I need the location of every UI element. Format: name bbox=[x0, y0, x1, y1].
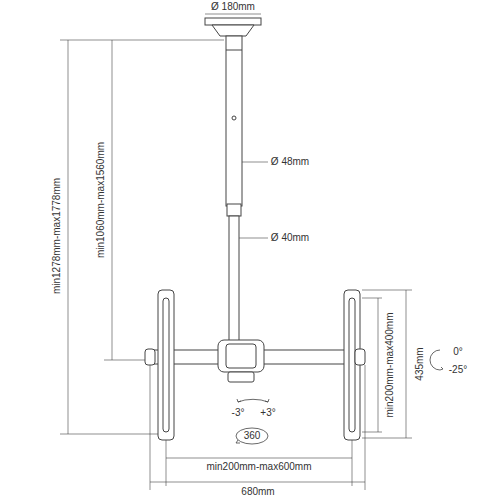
dimension-label: 680mm bbox=[240, 486, 275, 498]
dimension-label: Ø 180mm bbox=[210, 1, 256, 13]
dimension-label: Ø 48mm bbox=[270, 156, 310, 168]
dimension-label: +3° bbox=[259, 407, 276, 419]
dimension-label: 360 bbox=[243, 430, 262, 442]
dimension-label: min1060mm-max1560mm bbox=[95, 141, 107, 259]
dimension-label: min1278mm-max1778mm bbox=[51, 177, 63, 295]
dimension-label: 435mm bbox=[414, 346, 426, 381]
dimension-label: min200mm-max600mm bbox=[205, 461, 312, 473]
dimension-label: -3° bbox=[231, 407, 246, 419]
dimension-label: -25° bbox=[448, 364, 468, 376]
dimension-label: 0° bbox=[452, 346, 464, 358]
dimension-label: Ø 40mm bbox=[270, 232, 310, 244]
dimension-label: min200mm-max400mm bbox=[384, 311, 396, 418]
